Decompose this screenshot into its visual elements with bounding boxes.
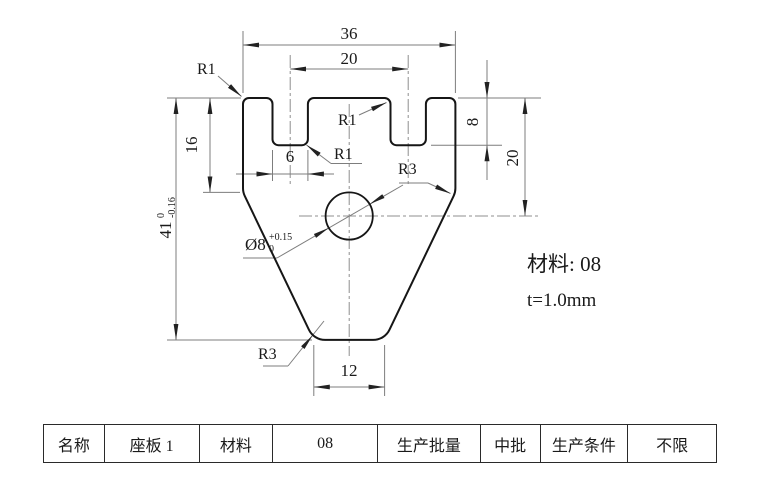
dim-notch-depth-label: 8 [463,118,482,127]
dim-top-width-label: 36 [341,24,358,43]
outside-arrowheads [256,82,490,177]
r3-right-leader [427,182,451,194]
fillet-r3-label-bottom: R3 [258,346,277,363]
material-value: 08 [272,425,377,462]
r1-topleft-leader [217,75,242,97]
dim-bottom-width-label: 12 [341,361,358,380]
dim-notch-width-label: 6 [286,147,295,166]
fillet-r3-label-right: R3 [398,161,417,178]
part-name-value: 座板 1 [103,425,199,462]
arrowhead [484,145,490,162]
fillet-r1-label-mid: R1 [338,112,357,129]
fillet-r1-label-low: R1 [334,146,353,163]
material-label: 材料 [198,425,273,462]
dim-hole-from-top-label: 20 [503,150,522,167]
leader-arrowheads [301,194,385,349]
arrowhead [301,335,313,349]
dim-hole-dia-label: Ø8 [245,235,266,254]
condition-label: 生产条件 [539,425,628,462]
dim-hole-tol-upper: +0.15 [269,232,292,243]
dim-notch-span-label: 20 [341,49,358,68]
dim-height-label: 41 [156,222,175,239]
name-label: 名称 [57,437,90,455]
part-outline [242,97,457,341]
batch-value: 中批 [479,425,540,462]
arrowhead [313,227,329,238]
dim-height-tol-upper: 0 [156,213,167,218]
arrowhead [369,194,385,205]
dim-hole-tol-lower: 0 [269,244,274,255]
r1-mid-leader [358,102,387,116]
centerlines [289,55,541,356]
fillet-r1-label-topleft: R1 [197,61,216,78]
dim-left-edge-label: 16 [182,137,201,154]
dim-height-label-group: 41 0 -0.16 [156,197,178,238]
condition-value: 不限 [627,425,716,462]
hole-dim-leader [276,184,404,259]
hole-circle [324,191,374,241]
title-block-table: 名称 座板 1 材料 08 生产批量 中批 生产条件 不限 [43,424,717,463]
note-thickness: t=1.0mm [527,290,597,311]
arrowhead [484,82,490,98]
dimension-lines [173,42,528,390]
arrowhead [256,171,273,177]
leader-lines [217,75,451,367]
arrowhead [307,171,324,177]
batch-label: 生产批量 [377,425,480,462]
note-material: 材料: 08 [527,252,601,276]
dim-height-tol-lower: -0.16 [167,197,178,218]
r1-low-leader [306,144,332,164]
